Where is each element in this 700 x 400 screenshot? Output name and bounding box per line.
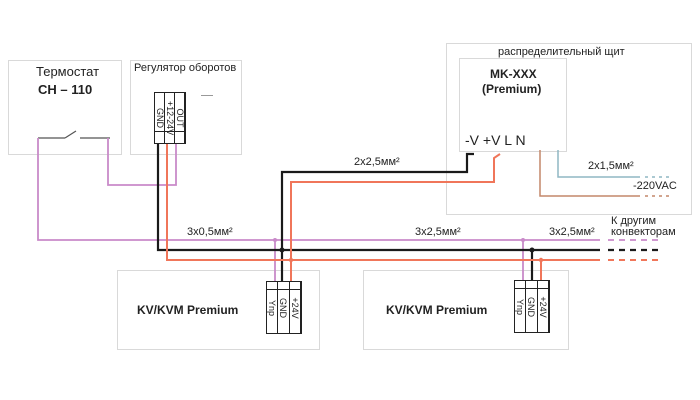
thermostat-box (8, 60, 122, 155)
terminal-24v: +24V (538, 281, 549, 332)
control-cable-label: 3x0,5мм² (187, 226, 233, 238)
trunk-cable-label-2: 3x2,5мм² (549, 226, 595, 238)
mains-cable-label: 2x1,5мм² (588, 160, 634, 172)
positive-wire (166, 120, 660, 300)
supply-cable-label: 2x2,5мм² (354, 156, 400, 168)
trunk-cable-label-1: 3x2,5мм² (415, 226, 461, 238)
junction-dot (273, 238, 277, 242)
module-name: MK-XXX (490, 67, 537, 81)
thermostat-switch (38, 130, 110, 139)
convector-2-terminal-block: Ynp GND +24V (514, 280, 550, 333)
junction-dot (288, 257, 294, 263)
terminal-gnd: GND (278, 282, 290, 333)
junction-dot (529, 247, 535, 253)
convector-label-1: KV/KVM Premium (137, 303, 239, 317)
to-other-convectors-line2: конвекторам (611, 226, 676, 238)
ground-wire (156, 120, 660, 300)
control-wire (37, 120, 660, 300)
terminal-ynp: Ynp (267, 282, 279, 333)
regulator-title: Регулятор оборотов (134, 62, 237, 74)
regulator-box (130, 60, 242, 155)
terminal-out: OUT (175, 93, 185, 143)
mains-wire (539, 150, 670, 197)
convector-1-terminal-block: Ynp GND +24V (266, 281, 302, 334)
junction-dot (538, 257, 544, 263)
junction-dot (521, 238, 525, 242)
junction-dot (279, 247, 285, 253)
to-other-convectors-line1: К другим (611, 215, 657, 227)
panel-title: распределительный щит (498, 46, 625, 58)
module-terminals: -V +V L N (465, 132, 526, 148)
module-subtitle: (Premium) (482, 82, 542, 96)
thermostat-model: CH – 110 (38, 82, 93, 97)
convector-label-2: KV/KVM Premium (386, 303, 488, 317)
terminal-ynp: Ynp (515, 281, 527, 332)
terminal-12-24v: +12-24V (165, 93, 175, 143)
terminal-gnd: GND (526, 281, 538, 332)
terminal-gnd: GND (155, 93, 165, 143)
junction-dots (273, 238, 544, 263)
regulator-dash (201, 95, 213, 96)
regulator-terminal-block: GND +12-24V OUT (154, 92, 186, 144)
thermostat-title: Термостат (36, 64, 100, 79)
controller-module-box (459, 58, 567, 152)
mains-voltage-label: -220VAC (633, 180, 677, 192)
terminal-24v: +24V (290, 282, 301, 333)
